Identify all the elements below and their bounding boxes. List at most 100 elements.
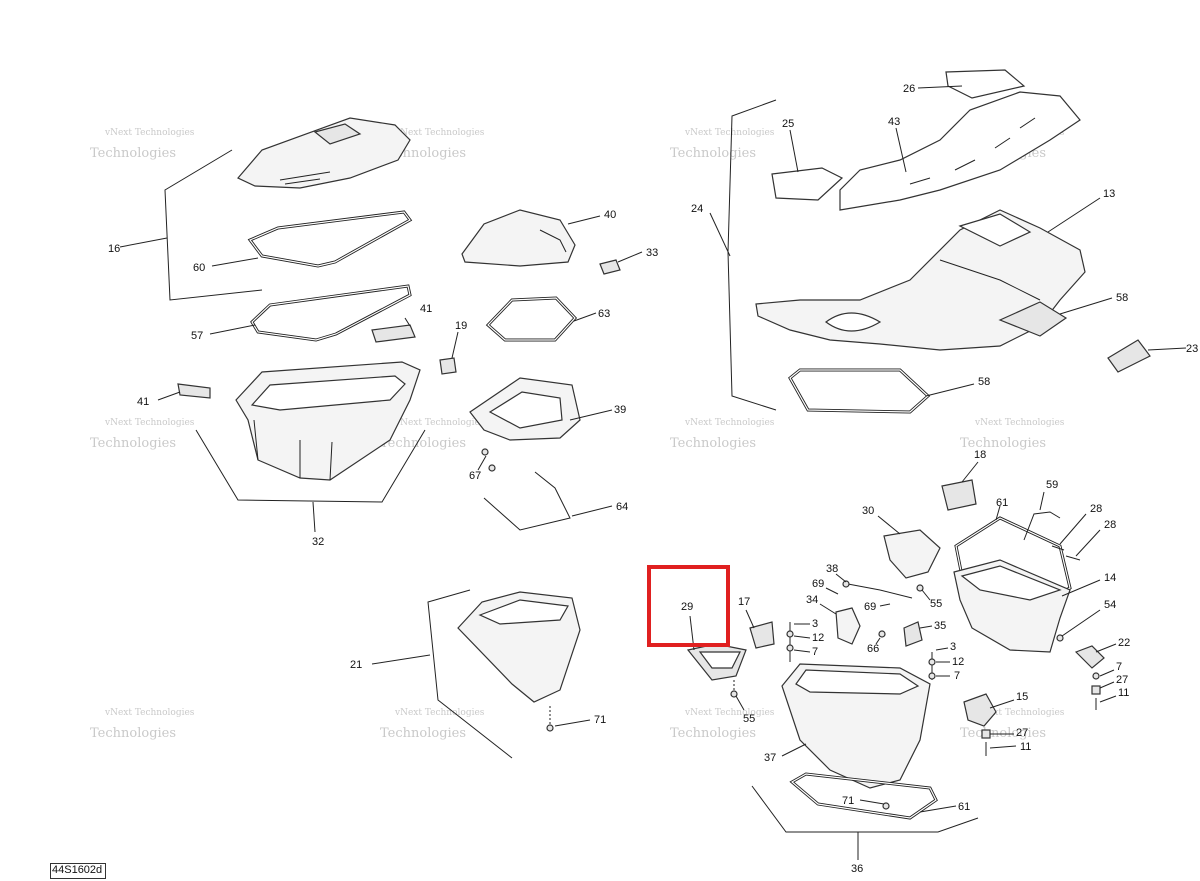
watermark-text: Technologies — [670, 436, 756, 451]
callout-7b: 7 — [954, 670, 960, 682]
cover-part-34 — [835, 607, 861, 645]
callout-71: 71 — [594, 714, 606, 726]
hardware-stack-17 — [786, 622, 794, 662]
callout-58: 58 — [1116, 292, 1128, 304]
screw-part-71 — [546, 706, 554, 732]
callout-3b: 3 — [950, 641, 956, 653]
watermark-text: vNext Technologies — [394, 128, 485, 138]
latch-part-22 — [1074, 645, 1105, 669]
latch-part-15 — [963, 693, 997, 727]
callout-37: 37 — [764, 752, 776, 764]
watermark-text: Technologies — [90, 436, 176, 451]
callout-27b: 27 — [1116, 674, 1128, 686]
callout-16: 16 — [108, 243, 120, 255]
callout-69b: 69 — [864, 601, 876, 613]
hinge-part-17 — [749, 621, 775, 649]
watermark-text: Technologies — [670, 726, 756, 741]
latch-part-23 — [1107, 339, 1151, 373]
callout-36: 36 — [851, 863, 863, 875]
callout-23: 23 — [1186, 343, 1198, 355]
callout-69: 69 — [812, 578, 824, 590]
callout-64: 64 — [616, 501, 628, 513]
callout-7c: 7 — [1116, 661, 1122, 673]
bracket-21 — [427, 589, 513, 759]
callout-18: 18 — [974, 449, 986, 461]
clip-part-55 — [916, 584, 924, 592]
callout-71b: 71 — [842, 795, 854, 807]
callout-63: 63 — [598, 308, 610, 320]
callout-32: 32 — [312, 536, 324, 548]
watermark-text: vNext Technologies — [684, 418, 775, 428]
callout-11: 11 — [1020, 741, 1031, 753]
storage-bin-part-32 — [235, 361, 421, 481]
clip-part-33 — [599, 259, 621, 275]
console-part-40 — [461, 209, 576, 267]
cable-part-64 — [483, 471, 571, 531]
bracket-36 — [751, 785, 979, 833]
callout-27: 27 — [1016, 727, 1028, 739]
watermark-text: Technologies — [90, 726, 176, 741]
seal-part-60 — [247, 210, 413, 268]
watermark-text: vNext Technologies — [974, 418, 1065, 428]
callout-58b: 58 — [978, 376, 990, 388]
callout-30: 30 — [862, 505, 874, 517]
seal-part-58b — [788, 368, 931, 414]
callout-57: 57 — [191, 330, 203, 342]
callout-67: 67 — [469, 470, 481, 482]
callout-15: 15 — [1016, 691, 1028, 703]
spring-part-38 — [842, 580, 913, 599]
tray-part-37 — [781, 663, 931, 789]
callout-13: 13 — [1103, 188, 1115, 200]
watermark-text: Technologies — [380, 726, 466, 741]
watermark-text: vNext Technologies — [394, 708, 485, 718]
callout-3: 3 — [812, 618, 818, 630]
watermark-text: vNext Technologies — [394, 418, 485, 428]
screw-part-55b — [730, 680, 738, 698]
callout-19: 19 — [455, 320, 467, 332]
mat-part-26 — [945, 69, 1026, 99]
screw-part-54 — [1056, 634, 1064, 642]
screw-part-67 — [481, 448, 496, 472]
callout-24: 24 — [691, 203, 703, 215]
callout-41: 41 — [420, 303, 432, 315]
watermark-text: vNext Technologies — [104, 418, 195, 428]
watermark-text: Technologies — [670, 146, 756, 161]
clip-part-28 — [1051, 545, 1081, 561]
callout-54: 54 — [1104, 599, 1116, 611]
latch-part-41 — [371, 324, 416, 343]
watermark-text: Technologies — [960, 436, 1046, 451]
screw-part-71b — [882, 802, 890, 810]
callout-55: 55 — [930, 598, 942, 610]
callout-41b: 41 — [137, 396, 149, 408]
bin-part-21 — [457, 591, 581, 703]
callout-12b: 12 — [952, 656, 964, 668]
watermark-text: Technologies — [90, 146, 176, 161]
callout-61: 61 — [996, 497, 1008, 509]
screw-part-66 — [878, 630, 886, 638]
bracket-16 — [164, 149, 263, 301]
callout-43: 43 — [888, 116, 900, 128]
latch-part-41b — [177, 383, 211, 399]
callout-34: 34 — [806, 594, 818, 606]
watermark-text: Technologies — [380, 436, 466, 451]
callout-35: 35 — [934, 620, 946, 632]
callout-33: 33 — [646, 247, 658, 259]
bracket-part-39 — [469, 377, 581, 441]
callout-7: 7 — [812, 646, 818, 658]
callout-38: 38 — [826, 563, 838, 575]
hardware-stack-22 — [1091, 672, 1101, 710]
callout-39: 39 — [614, 404, 626, 416]
callout-17: 17 — [738, 596, 750, 608]
lid-cover-part — [237, 117, 411, 189]
bracket-32 — [195, 429, 426, 503]
callout-21: 21 — [350, 659, 362, 671]
page-code: 44S1602d — [52, 864, 103, 876]
seal-part-61b — [789, 772, 938, 820]
handle-part-58 — [998, 301, 1068, 337]
hardware-stack-3b — [928, 652, 936, 680]
seal-part-57 — [250, 284, 412, 342]
callout-28: 28 — [1090, 503, 1102, 515]
callout-40: 40 — [604, 209, 616, 221]
page-code-frame — [50, 863, 106, 879]
